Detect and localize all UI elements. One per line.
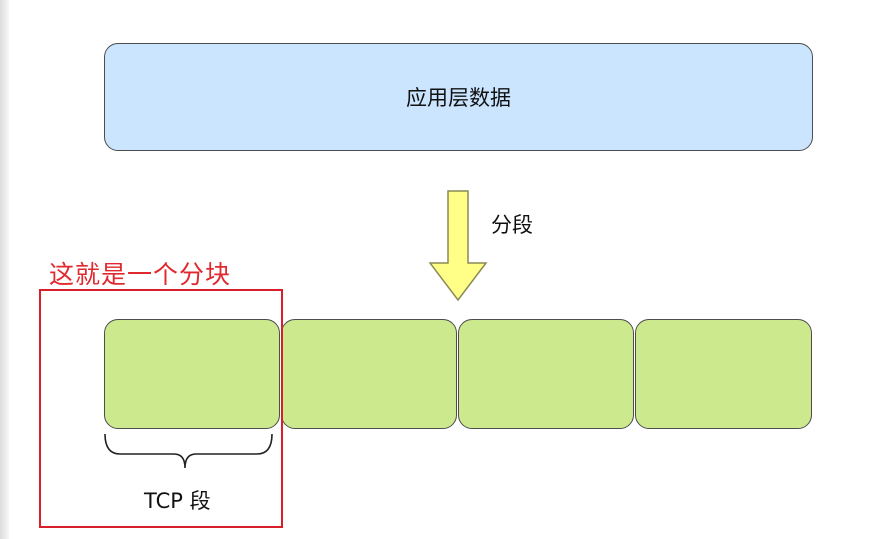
window-edge — [0, 0, 9, 539]
chunk-annotation: 这就是一个分块 — [49, 260, 232, 289]
application-data-label: 应用层数据 — [406, 86, 511, 110]
down-arrow-icon — [429, 190, 488, 302]
tcp-segment-label: TCP 段 — [144, 489, 211, 513]
tcp-segment-4 — [635, 319, 812, 429]
tcp-segment-2 — [281, 319, 457, 429]
segment-brace-icon — [104, 433, 273, 469]
tcp-segment-1 — [104, 319, 280, 429]
tcp-segment-3 — [458, 319, 634, 429]
split-label: 分段 — [491, 213, 533, 237]
chunk-highlight-box — [39, 289, 283, 528]
application-data-block: 应用层数据 — [104, 43, 813, 151]
